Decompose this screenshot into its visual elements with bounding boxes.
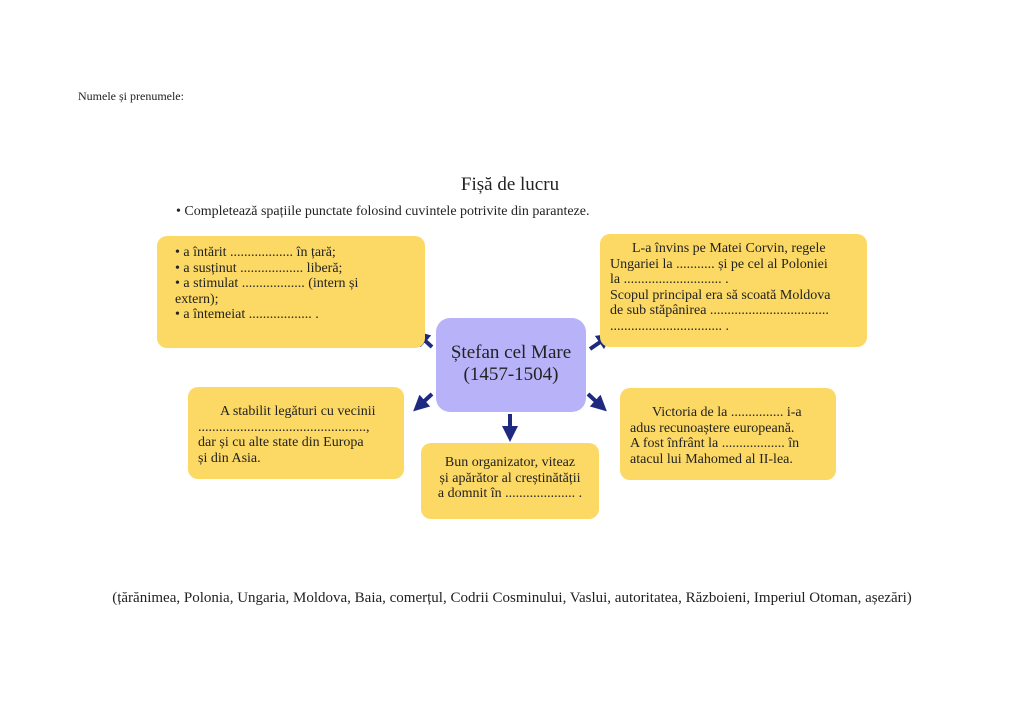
box-line: a domnit în .................... . <box>437 486 583 501</box>
box-line: A fost înfrânt la .................. în <box>630 436 800 451</box>
arrow-mid-left-icon <box>413 392 434 412</box>
center-years: (1457-1504) <box>463 364 559 385</box>
arrow-mid-right-icon <box>586 392 607 412</box>
box-line: A stabilit legături cu vecinii <box>220 404 376 419</box>
box-line: Ungariei la ........... și pe cel al Pol… <box>610 256 828 272</box>
center-node: Ștefan cel Mare (1457-1504) <box>436 318 586 412</box>
box-line: la ............................ . <box>610 272 729 287</box>
worksheet-title: Fișă de lucru <box>0 174 1024 196</box>
center-title: Ștefan cel Mare <box>450 342 572 363</box>
box-line: dar și cu alte state din Europa <box>198 435 364 450</box>
box-line: L-a învins pe Matei Corvin, regele <box>632 241 826 256</box>
box-line: atacul lui Mahomed al II-lea. <box>630 451 793 467</box>
box-line: și din Asia. <box>198 450 261 466</box>
box-line: ........................................… <box>198 419 370 435</box>
box-line: de sub stăpânirea ......................… <box>610 303 829 318</box>
box-line: • a stimulat .................. (intern … <box>175 276 359 291</box>
box-top-left: • a întărit .................. în țară; … <box>157 236 425 348</box>
box-line: ................................ . <box>610 318 729 334</box>
box-line: • a susținut .................. liberă; <box>175 260 343 276</box>
worksheet-title-text: Fișă de lucru <box>460 174 560 195</box>
box-line: și apărător al creștinătății <box>439 470 581 486</box>
box-mid-left: A stabilit legături cu vecinii .........… <box>188 387 404 479</box>
box-mid-right: Victoria de la ............... i-a adus … <box>620 388 836 480</box>
box-top-right: L-a învins pe Matei Corvin, regele Ungar… <box>600 234 867 347</box>
box-line: Victoria de la ............... i-a <box>652 405 802 420</box>
box-line: • a întemeiat .................. . <box>175 307 319 322</box>
box-line: Bun organizator, viteaz <box>444 455 576 470</box>
box-line: • a întărit .................. în țară; <box>175 245 336 260</box>
box-line: adus recunoaștere europeană. <box>630 420 795 436</box>
student-name-label: Numele și prenumele: <box>78 89 184 103</box>
box-bottom: Bun organizator, viteaz și apărător al c… <box>421 443 599 519</box>
word-bank: (țărănimea, Polonia, Ungaria, Moldova, B… <box>112 590 912 606</box>
box-line: extern); <box>175 291 219 307</box>
box-line: Scopul principal era să scoată Moldova <box>610 287 831 303</box>
instruction-text: • Completează spațiile punctate folosind… <box>176 204 590 219</box>
